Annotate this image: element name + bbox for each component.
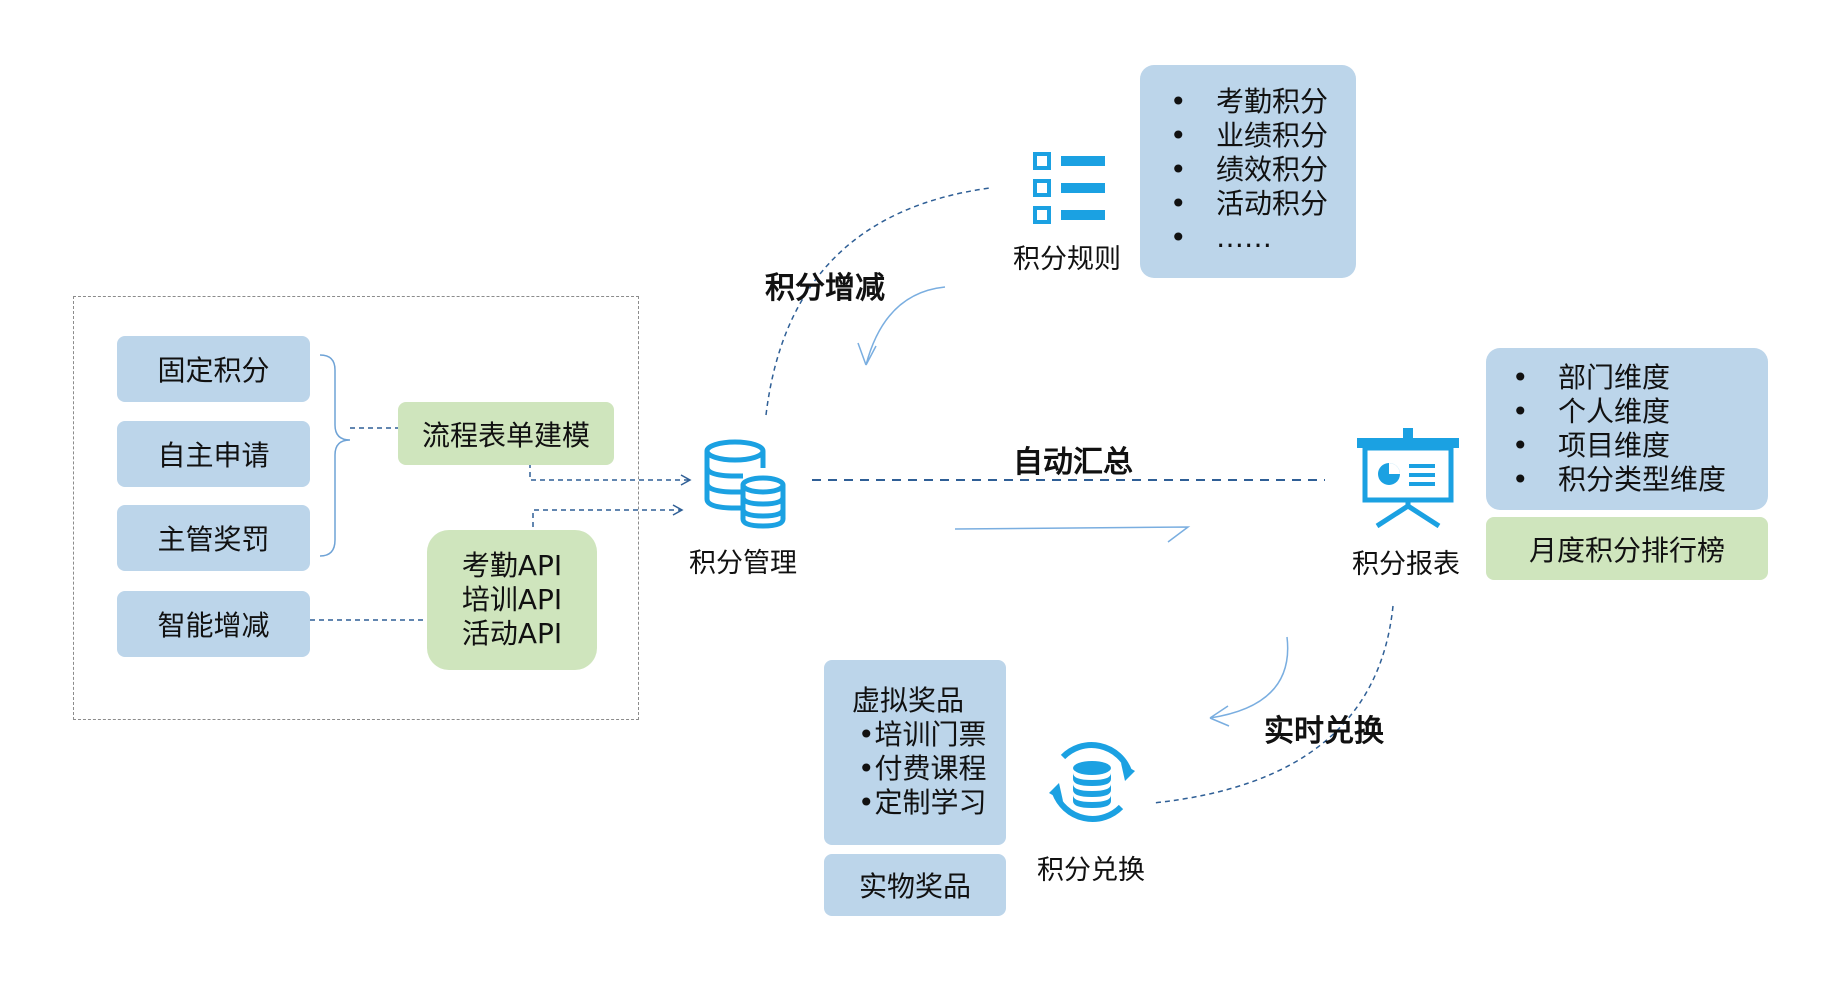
- api-attendance: 考勤API: [461, 549, 563, 582]
- virtual-prizes-box: 虚拟奖品 •培训门票 •付费课程 •定制学习: [824, 660, 1006, 845]
- monthly-leaderboard-box: 月度积分排行榜: [1486, 517, 1768, 580]
- source-bracket: [319, 354, 351, 557]
- report-dimensions-box: •部门维度 •个人维度 •项目维度 •积分类型维度: [1486, 348, 1768, 510]
- auto-summary-label: 自动汇总: [1013, 445, 1133, 480]
- bullet-dot: •: [1512, 429, 1529, 462]
- rules-label: 积分规则: [1013, 244, 1121, 275]
- rule-item: •活动积分: [1170, 187, 1329, 220]
- rule-item: •绩效积分: [1170, 153, 1329, 186]
- bullet-dot: •: [1512, 463, 1529, 496]
- rule-item: •……: [1170, 221, 1272, 254]
- bullet-dot: •: [1170, 153, 1187, 186]
- rule-item: •业绩积分: [1170, 119, 1329, 152]
- api-activity: 活动API: [461, 617, 563, 650]
- realtime-exchange-arrow: [1209, 636, 1289, 727]
- virtual-prizes-title: 虚拟奖品: [852, 684, 965, 717]
- process-modeling-box: 流程表单建模: [398, 402, 614, 465]
- source-self-apply: 自主申请: [117, 421, 310, 487]
- source-smart-change: 智能增减: [117, 591, 310, 657]
- rules-list-box: •考勤积分 •业绩积分 •绩效积分 •活动积分 •……: [1140, 65, 1356, 278]
- source-group-frame: [73, 296, 639, 720]
- list-icon: [1033, 152, 1105, 224]
- source-manager-reward: 主管奖罚: [117, 505, 310, 571]
- physical-prizes-box: 实物奖品: [824, 854, 1006, 916]
- bullet-dot: •: [1512, 395, 1529, 428]
- points-change-label: 积分增减: [765, 271, 885, 306]
- virtual-prize-item: •付费课程: [858, 752, 987, 785]
- auto-summary-arrow: [954, 526, 1191, 543]
- realtime-exchange-label: 实时兑换: [1264, 714, 1384, 749]
- api-training: 培训API: [461, 583, 563, 616]
- bullet-dot: •: [1512, 361, 1529, 394]
- dimension-item: •项目维度: [1512, 429, 1671, 462]
- database-icon: [704, 439, 786, 529]
- rule-item: •考勤积分: [1170, 85, 1329, 118]
- bullet-dot: •: [1170, 119, 1187, 152]
- dimension-item: •部门维度: [1512, 361, 1671, 394]
- rules-arc: [765, 187, 991, 416]
- exchange-cycle-icon: [1049, 742, 1135, 822]
- virtual-prize-item: •定制学习: [858, 786, 987, 819]
- dimension-item: •积分类型维度: [1512, 463, 1727, 496]
- presentation-board-icon: [1357, 428, 1459, 528]
- virtual-prize-item: •培训门票: [858, 718, 987, 751]
- api-box: 考勤API 培训API 活动API: [427, 530, 597, 670]
- points-change-arrow: [857, 286, 946, 366]
- bullet-dot: •: [1170, 187, 1187, 220]
- bullet-dot: •: [1170, 221, 1187, 254]
- source-fixed-points: 固定积分: [117, 336, 310, 402]
- exchange-arc: [1152, 605, 1394, 804]
- points-management-label: 积分管理: [689, 548, 797, 579]
- report-label: 积分报表: [1352, 549, 1460, 580]
- dimension-item: •个人维度: [1512, 395, 1671, 428]
- bullet-dot: •: [1170, 85, 1187, 118]
- exchange-label: 积分兑换: [1037, 855, 1145, 886]
